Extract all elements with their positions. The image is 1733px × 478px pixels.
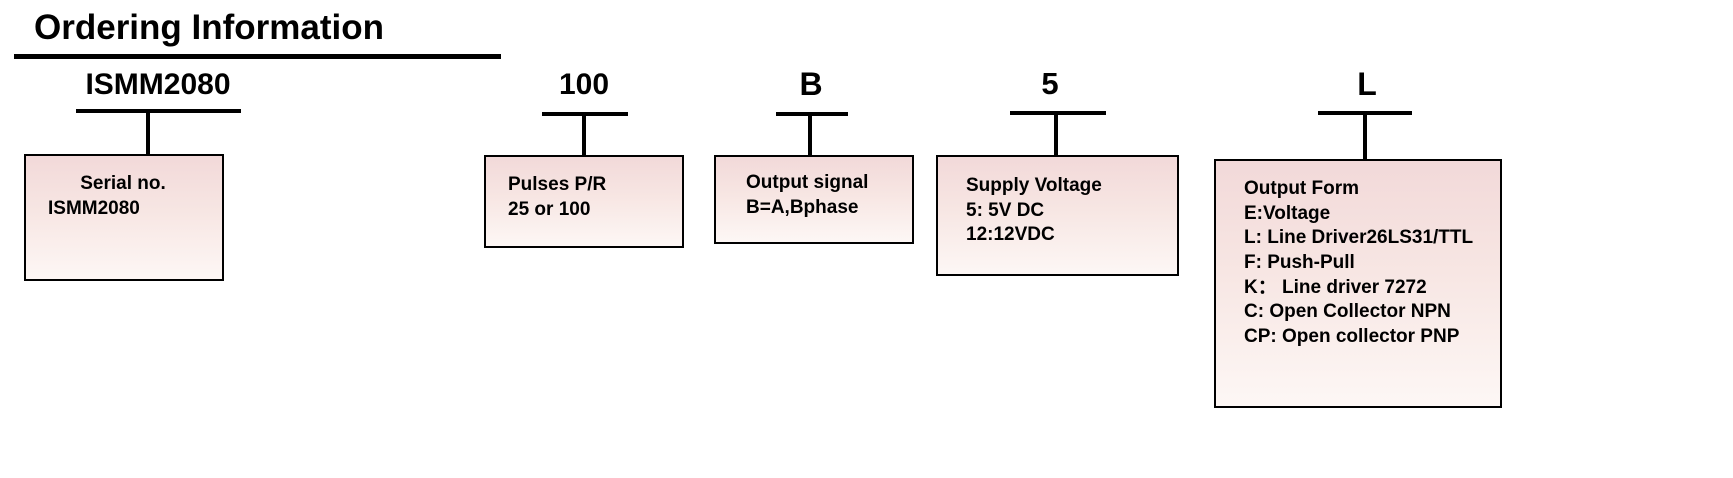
box-output-signal-line-1: B=A,Bphase <box>746 196 859 218</box>
connector-supply-voltage <box>1054 111 1058 156</box>
connector-output-signal <box>808 112 812 156</box>
box-output-signal-text: Output signal B=A,Bphase <box>746 171 868 220</box>
box-output-signal: Output signal B=A,Bphase <box>714 155 914 244</box>
code-serial-no: ISMM2080 <box>85 68 231 101</box>
code-output-signal: B <box>799 66 823 102</box>
box-output-form-text: Output Form E:Voltage L: Line Driver26LS… <box>1244 177 1473 350</box>
box-supply-voltage-line-1: 5: 5V DC <box>966 199 1045 221</box>
box-pulses: Pulses P/R 25 or 100 <box>484 155 684 248</box>
box-output-form-line-5: C: Open Collector NPN <box>1244 301 1451 323</box>
box-output-form-line-1: E:Voltage <box>1244 202 1331 224</box>
box-supply-voltage-line-2: 12:12VDC <box>966 224 1055 246</box>
connector-pulses <box>582 112 586 156</box>
box-output-form-line-0: Output Form <box>1244 178 1360 199</box>
box-serial-no-line-0: Serial no. <box>80 173 166 194</box>
box-pulses-line-1: 25 or 100 <box>508 198 591 220</box>
box-pulses-line-0: Pulses P/R <box>508 174 607 195</box>
box-serial-no: Serial no. ISMM2080 <box>24 154 224 281</box>
box-serial-no-text: Serial no. ISMM2080 <box>48 172 198 221</box>
connector-output-form <box>1363 111 1367 161</box>
connector-serial-no <box>146 109 150 175</box>
code-underline-serial-no <box>76 109 241 113</box>
page-title: Ordering Information <box>34 8 384 47</box>
box-output-form-line-2: L: Line Driver26LS31/TTL <box>1244 227 1474 249</box>
code-output-form: L <box>1357 66 1377 102</box>
box-output-signal-line-0: Output signal <box>746 172 869 193</box>
code-pulses: 100 <box>558 68 610 101</box>
box-output-form: Output Form E:Voltage L: Line Driver26LS… <box>1214 159 1502 408</box>
box-output-form-line-4: K： Line driver 7272 <box>1244 276 1427 298</box>
title-underline <box>14 54 501 59</box>
box-pulses-text: Pulses P/R 25 or 100 <box>508 173 606 222</box>
code-underline-supply-voltage <box>1010 111 1106 115</box>
code-supply-voltage: 5 <box>1041 66 1059 101</box>
box-serial-no-line-1: ISMM2080 <box>48 197 140 219</box>
box-supply-voltage-text: Supply Voltage 5: 5V DC 12:12VDC <box>966 174 1102 248</box>
box-output-form-line-3: F: Push-Pull <box>1244 252 1355 274</box>
box-supply-voltage: Supply Voltage 5: 5V DC 12:12VDC <box>936 155 1179 276</box>
code-underline-output-signal <box>776 112 848 116</box>
box-supply-voltage-line-0: Supply Voltage <box>966 175 1102 196</box>
box-output-form-line-6: CP: Open collector PNP <box>1244 326 1460 348</box>
